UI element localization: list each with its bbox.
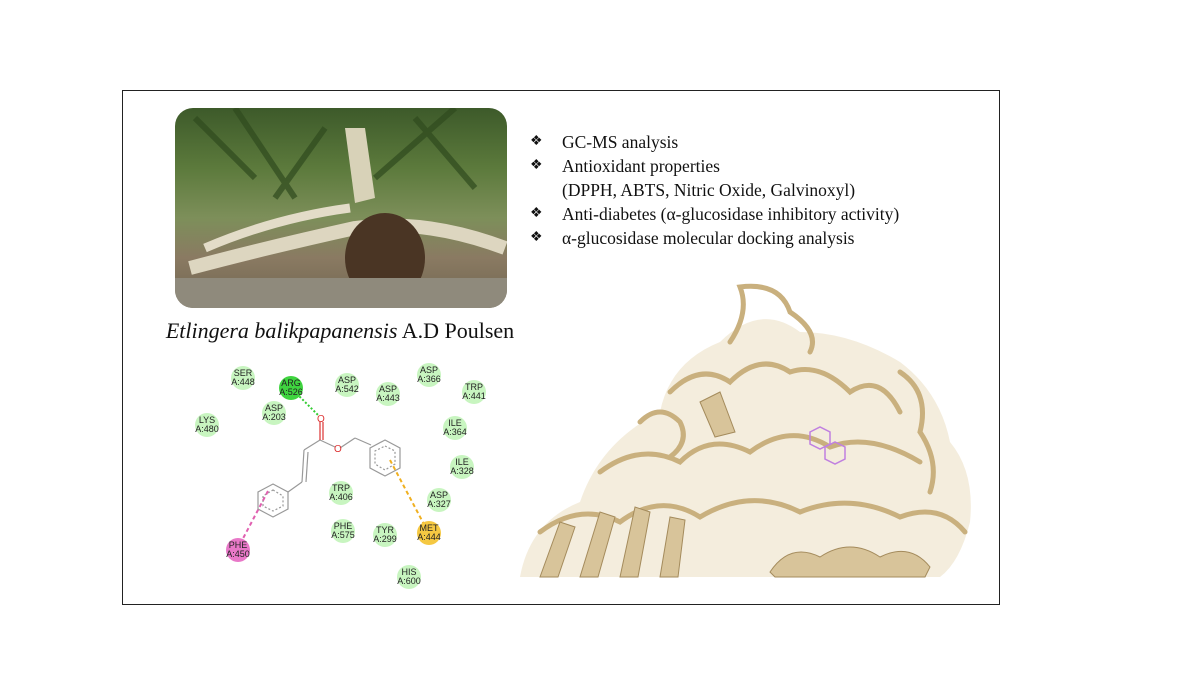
abstract-frame	[122, 90, 1000, 605]
pi-sulfur-line	[389, 459, 428, 531]
ligand-2d-diagram: O O	[237, 387, 428, 549]
residue-name: ASP	[429, 490, 448, 500]
residue-name: ASP	[264, 403, 283, 413]
residue-id: A:480	[195, 424, 219, 434]
residue-id: A:444	[417, 532, 441, 542]
residue-id: A:600	[397, 576, 421, 586]
residue-id: A:441	[462, 391, 486, 401]
species-caption: Etlingera balikpapanensis A.D Poulsen	[140, 318, 540, 344]
ligand-pose	[809, 426, 846, 465]
bullet-item: ❖ GC-MS analysis	[530, 130, 899, 154]
residue-name: ILE	[448, 418, 462, 428]
residue-name: MET	[419, 523, 439, 533]
diamond-bullet-icon: ❖	[530, 230, 543, 245]
residue-name: PHE	[228, 540, 248, 550]
residue-name: SER	[233, 368, 253, 378]
residue-name: TRP	[465, 382, 483, 392]
pi-pi-line	[237, 490, 269, 549]
svg-text:O: O	[317, 414, 325, 425]
residue-name: ASP	[337, 375, 356, 385]
residue-name: ASP	[378, 384, 397, 394]
residue-id: A:575	[331, 530, 355, 540]
residue-name: PHE	[333, 521, 353, 531]
residue-id: A:526	[279, 387, 303, 397]
residue-id: A:406	[329, 492, 353, 502]
residue-id: A:448	[231, 377, 255, 387]
diamond-bullet-icon: ❖	[530, 206, 543, 221]
residue-id: A:542	[335, 384, 359, 394]
hbond-line	[290, 387, 320, 417]
residue-id: A:450	[226, 549, 250, 559]
species-author: A.D Poulsen	[397, 318, 515, 343]
bullet-item: ❖ Antioxidant properties	[530, 154, 899, 178]
protein-docking-structure	[520, 283, 971, 578]
species-name: Etlingera balikpapanensis	[165, 318, 398, 343]
residue-name: TYR	[376, 525, 394, 535]
bullet-text: Anti-diabetes (α-glucosidase inhibitory …	[562, 204, 900, 224]
residue-name: TRP	[332, 483, 350, 493]
residue-id: A:328	[450, 466, 474, 476]
residue-name: LYS	[198, 415, 216, 425]
residue-name: ASP	[419, 365, 438, 375]
analysis-list: ❖GC-MS analysis ❖Antioxidant properties …	[530, 130, 899, 250]
bullet-subtext: (DPPH, ABTS, Nitric Oxide, Galvinoxyl)	[530, 178, 899, 202]
residue-name: ILE	[455, 457, 469, 467]
residue-id: A:364	[443, 427, 467, 437]
diamond-bullet-icon: ❖	[530, 158, 543, 173]
residue-id: A:327	[427, 499, 451, 509]
residue-id: A:366	[417, 374, 441, 384]
residue-name: ARG	[281, 378, 301, 388]
bullet-text: Antioxidant properties	[562, 156, 720, 176]
bullet-item: ❖ α-glucosidase molecular docking analysi…	[530, 226, 899, 250]
svg-text:O: O	[334, 444, 342, 455]
residue-id: A:203	[262, 412, 286, 422]
residue-id: A:299	[373, 534, 397, 544]
bullet-item: ❖ Anti-diabetes (α-glucosidase inhibitory…	[530, 202, 899, 226]
plant-photo	[175, 108, 507, 308]
bullet-text: GC-MS analysis	[562, 132, 679, 152]
bullet-subtext-label: (DPPH, ABTS, Nitric Oxide, Galvinoxyl)	[562, 180, 856, 200]
bullet-text: α-glucosidase molecular docking analysis	[562, 228, 855, 248]
residue-name: HIS	[401, 567, 417, 577]
diamond-bullet-icon: ❖	[530, 134, 543, 149]
residue-id: A:443	[376, 393, 400, 403]
